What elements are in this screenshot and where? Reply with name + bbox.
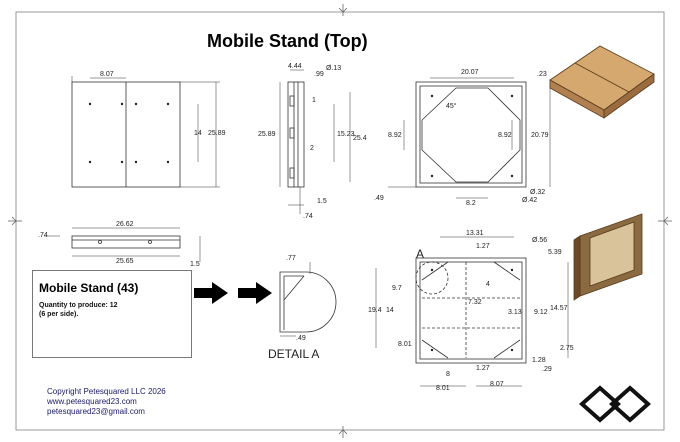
dim-side-hole: Ø.13: [326, 65, 341, 72]
dim-front-height: 25.89: [208, 130, 226, 137]
dim-bv-hole: Ø.56: [532, 237, 547, 244]
dim-bv-mid: 7.32: [468, 299, 482, 306]
center-marks: [8, 4, 672, 438]
dim-plan-width: 20.07: [461, 69, 479, 76]
dim-bv-foot-inset: 1.28: [532, 357, 546, 364]
iso-bottom-view: [573, 213, 643, 301]
dim-side-outer: 25.4: [353, 135, 367, 142]
dim-side-thickness: 4.44: [288, 63, 302, 70]
dim-bv-bottom-left: 8.01: [436, 385, 450, 392]
brand-logo: [578, 385, 652, 423]
website-link[interactable]: www.petesquared23.com: [47, 397, 137, 406]
dim-bv-lower-inset: 1.27: [476, 365, 490, 372]
dim-bottom-thickness: .74: [38, 232, 48, 239]
dim-bv-bottom-right: 8.07: [490, 381, 504, 388]
dim-plan-angle: 45°: [446, 102, 457, 110]
detail-label: DETAIL A: [268, 347, 319, 361]
side-view: [279, 69, 351, 214]
dim-bv-edge: 5.39: [548, 249, 562, 256]
arrows: [194, 282, 272, 304]
dim-plan-chamfer: 8.2: [466, 200, 476, 207]
dim-bv-inner: 14: [386, 307, 394, 314]
part-info-box: Mobile Stand (43) Quantity to produce: 1…: [32, 270, 192, 358]
front-view: [71, 76, 220, 188]
dim-bv-top: 13.31: [466, 230, 484, 237]
dim-plan-height: 20.79: [531, 132, 549, 139]
dim-side-slot: 2: [310, 145, 314, 152]
dim-bv-bottom-inner: 8: [446, 371, 450, 378]
dim-bv-right: 9.12: [534, 309, 548, 316]
dim-bv-center: 4: [486, 281, 490, 288]
copyright-block: Copyright Petesquared LLC 2026 www.petes…: [47, 387, 166, 417]
dim-side-foot: 1.5: [317, 198, 327, 205]
dim-detail-bottom: .49: [296, 335, 306, 342]
dim-bv-left-upper: 9.7: [392, 285, 402, 292]
dim-bottom-width: 26.62: [116, 221, 134, 228]
dim-bv-right-outer: 14.57: [550, 305, 568, 312]
dim-plan-left: 8.92: [388, 132, 402, 139]
front-view-holes: [88, 102, 170, 164]
dim-bottom-inner: 25.65: [116, 258, 134, 265]
detail-marker: A: [416, 247, 424, 261]
quantity-note: (6 per side).: [39, 311, 79, 318]
bottom-side-view: [44, 227, 201, 262]
plan-view: [388, 77, 551, 199]
dim-plan-right: 8.92: [498, 132, 512, 139]
dim-bv-corner: .29: [542, 366, 552, 373]
iso-top-view: [549, 45, 655, 119]
dim-bottom-foot: 1.5: [190, 261, 200, 268]
dim-plan-hole-large: Ø.42: [522, 197, 537, 204]
dim-bv-height: 19.4: [368, 307, 382, 314]
dim-side-base: .74: [303, 213, 313, 220]
dim-plan-hole-small: Ø.32: [530, 189, 545, 196]
drawing-title: Mobile Stand (Top): [207, 31, 368, 51]
dim-bv-right-inner: 3.13: [508, 309, 522, 316]
dim-side-top: 1: [312, 97, 316, 104]
dim-front-width: 8.07: [100, 71, 114, 78]
dim-plan-edge: .23: [537, 71, 547, 78]
detail-a: [279, 262, 337, 337]
bottom-view: [375, 236, 569, 387]
dim-bv-inset: 1.27: [476, 243, 490, 250]
dim-bv-left-lower: 8.01: [398, 341, 412, 348]
dim-side-height: 25.89: [258, 131, 276, 138]
part-name: Mobile Stand (43): [39, 281, 139, 295]
dim-side-inner: 15.23: [337, 131, 355, 138]
dim-front-hole-spacing: 14: [194, 130, 202, 137]
copyright-line: Copyright Petesquared LLC 2026: [47, 387, 166, 396]
dim-side-offset: .99: [314, 71, 324, 78]
dim-bv-foot: 2.75: [560, 345, 574, 352]
dim-plan-offset: .49: [374, 195, 384, 202]
quantity-line: Quantity to produce: 12: [39, 302, 118, 309]
quantity-text: Quantity to produce: 12 (6 per side).: [39, 301, 118, 319]
plan-holes: [430, 94, 514, 178]
email-link[interactable]: petesquared23@gmail.com: [47, 407, 145, 416]
bottom-view-holes: [430, 268, 514, 352]
dim-detail-top: .77: [286, 255, 296, 262]
